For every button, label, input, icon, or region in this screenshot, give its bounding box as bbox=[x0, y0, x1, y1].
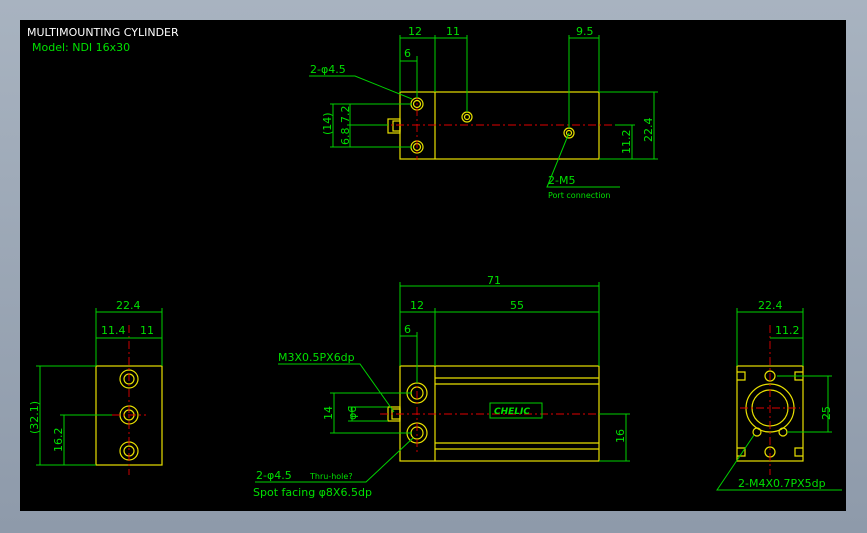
front-label-plate bbox=[489, 402, 543, 419]
right-thread-hole-2 bbox=[778, 427, 788, 437]
top-rod-nut bbox=[392, 120, 401, 132]
right-dim-11-2: 11.2 bbox=[775, 324, 800, 337]
front-view: CHELIC 71 12 55 6 M3X0.5PX6dp 14 φ6 16 2… bbox=[253, 274, 630, 499]
top-dim-11: 11 bbox=[446, 25, 460, 38]
drawing-svg: MULTIMOUNTING CYLINDER Model: NDI 16x30 … bbox=[27, 25, 842, 499]
left-dim-16-2: 16.2 bbox=[52, 428, 65, 453]
top-dim-11-2: 11.2 bbox=[620, 130, 633, 155]
front-dim-12: 12 bbox=[410, 299, 424, 312]
drawing-title: MULTIMOUNTING CYLINDER bbox=[27, 26, 179, 39]
front-dim-16: 16 bbox=[614, 429, 627, 443]
front-dim-71: 71 bbox=[487, 274, 501, 287]
leader-line bbox=[278, 363, 395, 413]
left-view: 22.4 11.4 11 (32.1) 16.2 bbox=[28, 299, 163, 475]
top-mount-hole-1-inner bbox=[412, 99, 422, 109]
top-dim-22-4: 22.4 bbox=[642, 118, 655, 143]
left-dim-32-1: (32.1) bbox=[28, 401, 41, 434]
model-label: Model: NDI 16x30 bbox=[32, 41, 130, 54]
front-dim-14: 14 bbox=[322, 406, 335, 420]
top-dim-14: (14) bbox=[321, 112, 334, 135]
front-thread-callout: M3X0.5PX6dp bbox=[278, 351, 355, 364]
leader-line bbox=[255, 437, 414, 483]
front-dim-6: 6 bbox=[404, 323, 411, 336]
leader-line bbox=[716, 434, 842, 491]
front-dim-55: 55 bbox=[510, 299, 524, 312]
right-view: 22.4 11.2 25 2-M4X0.7PX5dp bbox=[716, 299, 842, 491]
top-dim-7-2: 7.2 bbox=[339, 106, 352, 124]
right-thread-hole-1 bbox=[752, 427, 762, 437]
top-port-2-inner bbox=[565, 129, 573, 137]
top-port-note: Port connection bbox=[548, 191, 610, 200]
top-dim-9-5: 9.5 bbox=[576, 25, 594, 38]
top-dim-6-8: 6.8 bbox=[339, 128, 352, 146]
front-brand-label: CHELIC bbox=[494, 407, 530, 417]
leader-line bbox=[309, 75, 413, 100]
front-hole-note: Thru-hole? bbox=[309, 472, 353, 481]
top-dim-12: 12 bbox=[408, 25, 422, 38]
left-dim-11-4: 11.4 bbox=[101, 324, 126, 337]
left-dim-11: 11 bbox=[140, 324, 154, 337]
leader-line bbox=[546, 132, 620, 188]
drawing-canvas: MULTIMOUNTING CYLINDER Model: NDI 16x30 … bbox=[20, 20, 846, 511]
top-dim-6: 6 bbox=[404, 47, 411, 60]
top-port-1-inner bbox=[463, 113, 471, 121]
left-dim-22-4: 22.4 bbox=[116, 299, 141, 312]
front-spot-facing: Spot facing φ8X6.5dp bbox=[253, 486, 372, 499]
top-view: 12 11 6 9.5 2-φ4.5 (14) 7.2 6.8 22.4 11.… bbox=[309, 25, 658, 200]
front-hole-callout: 2-φ4.5 bbox=[256, 469, 292, 482]
top-port-1 bbox=[461, 111, 473, 123]
right-dim-25: 25 bbox=[820, 406, 833, 420]
right-dim-22-4: 22.4 bbox=[758, 299, 783, 312]
top-hole-callout: 2-φ4.5 bbox=[310, 63, 346, 76]
front-dim-phi6: φ6 bbox=[346, 406, 359, 420]
top-port-callout: 2-M5 bbox=[548, 174, 575, 187]
right-thread-callout: 2-M4X0.7PX5dp bbox=[738, 477, 826, 490]
